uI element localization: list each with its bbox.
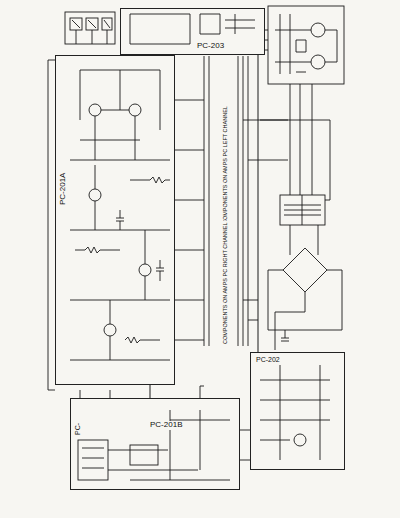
terminal-block xyxy=(65,12,115,44)
board-label: PC-201B xyxy=(149,421,183,430)
power-transformer xyxy=(280,195,325,225)
transistor-symbol xyxy=(89,104,101,116)
connector-block xyxy=(78,440,108,480)
transistor-symbol xyxy=(89,189,101,201)
circuit-board: PC-201A xyxy=(55,55,175,385)
board-label: PC-201A xyxy=(59,172,68,206)
speaker-relay-box xyxy=(268,6,344,84)
board-label: PC-202 xyxy=(255,356,281,364)
resistor-symbol xyxy=(125,337,160,343)
note-label: COMPONENTS ON AMPS PC LEFT CHANNEL xyxy=(222,105,228,225)
speaker-terminal xyxy=(311,23,325,37)
circuit-board: PC-201B xyxy=(70,398,240,490)
resistor-symbol xyxy=(75,247,120,253)
wire-connector xyxy=(258,55,259,352)
board-label: PC-203 xyxy=(196,42,225,51)
note-label: PC- xyxy=(74,422,82,436)
transistor-symbol xyxy=(139,264,151,276)
capacitor-symbol xyxy=(156,260,164,281)
transistor-symbol xyxy=(104,324,116,336)
circuit-board: PC-203 xyxy=(120,8,265,55)
circuit-board: PC-202 xyxy=(250,352,345,470)
speaker-terminal xyxy=(311,55,325,69)
note-label: COMPONENTS ON AMPS PC RIGHT CHANNEL xyxy=(222,221,228,345)
wire-connector xyxy=(150,385,151,398)
transistor-symbol xyxy=(294,434,306,446)
resistor-symbol xyxy=(130,177,170,183)
ic-block xyxy=(130,445,158,465)
transistor-symbol xyxy=(129,104,141,116)
capacitor-symbol xyxy=(116,210,124,230)
